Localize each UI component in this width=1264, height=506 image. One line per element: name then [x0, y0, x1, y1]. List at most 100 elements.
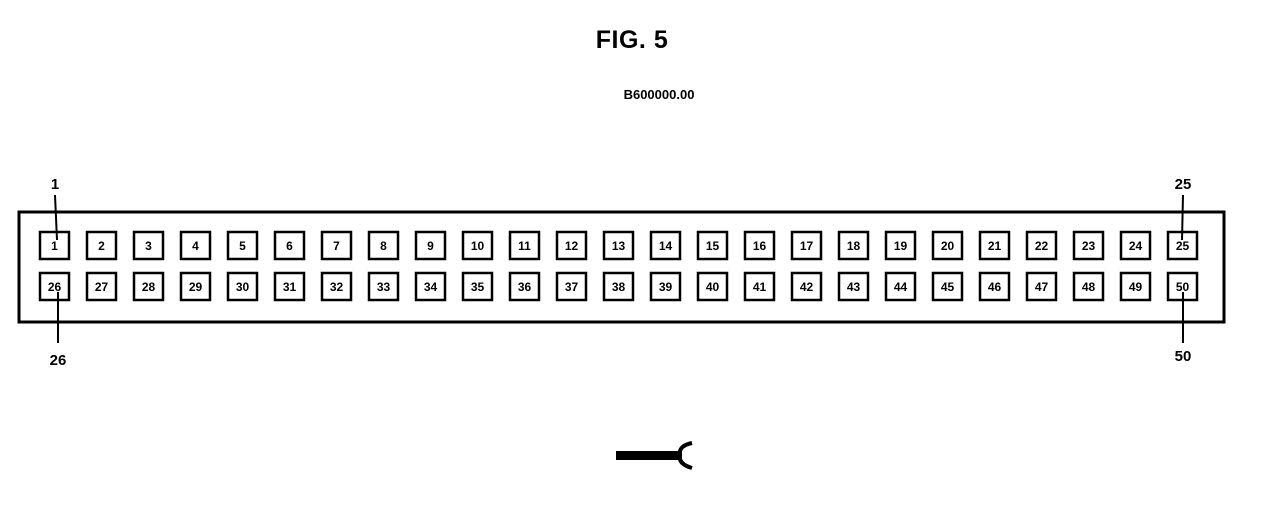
pin-34: 34: [414, 271, 447, 302]
pin-box: [743, 230, 776, 261]
pin-30: 30: [226, 271, 259, 302]
pin-label: 1: [51, 239, 58, 253]
pin-43: 43: [837, 271, 870, 302]
pin-label: 48: [1082, 280, 1096, 294]
pin-label: 17: [800, 239, 814, 253]
pin-box: [367, 271, 400, 302]
pin-box: [414, 271, 447, 302]
pin-label: 32: [330, 280, 344, 294]
connector-housing: [17, 210, 1226, 324]
pin-28: 28: [132, 271, 165, 302]
pin-box: [884, 230, 917, 261]
pin-41: 41: [743, 271, 776, 302]
pin-label: 26: [48, 280, 62, 294]
pin-5: 5: [226, 230, 259, 261]
pin-29: 29: [179, 271, 212, 302]
pin-box: [273, 271, 306, 302]
pin-label: 2: [98, 239, 105, 253]
pin-27: 27: [85, 271, 118, 302]
pin-label: 35: [471, 280, 485, 294]
pin-label: 8: [380, 239, 387, 253]
pin-box: [790, 271, 823, 302]
pin-label: 16: [753, 239, 767, 253]
pin-box: [226, 271, 259, 302]
pin-label: 45: [941, 280, 955, 294]
pin-label: 47: [1035, 280, 1049, 294]
pin-49: 49: [1119, 271, 1152, 302]
pin-box: [790, 230, 823, 261]
pin-label: 25: [1176, 239, 1190, 253]
pin-box: [38, 230, 71, 261]
pin-box: [649, 271, 682, 302]
pin-42: 42: [790, 271, 823, 302]
pin-box: [978, 230, 1011, 261]
pin-box: [743, 271, 776, 302]
pin-label: 15: [706, 239, 720, 253]
pin-box: [555, 230, 588, 261]
pin-box: [273, 230, 306, 261]
pin-label: 18: [847, 239, 861, 253]
pin-32: 32: [320, 271, 353, 302]
callout-leader-pin-25: [1181, 194, 1184, 241]
pin-box: [320, 271, 353, 302]
pin-box: [132, 271, 165, 302]
pin-38: 38: [602, 271, 635, 302]
pin-label: 24: [1129, 239, 1143, 253]
pin-label: 38: [612, 280, 626, 294]
pin-box: [179, 230, 212, 261]
pin-label: 39: [659, 280, 673, 294]
pin-26: 26: [38, 271, 71, 302]
pin-2: 2: [85, 230, 118, 261]
pin-label: 30: [236, 280, 250, 294]
pin-10: 10: [461, 230, 494, 261]
pin-box: [85, 230, 118, 261]
pin-label: 14: [659, 239, 673, 253]
pin-box: [837, 230, 870, 261]
pin-22: 22: [1025, 230, 1058, 261]
pin-label: 27: [95, 280, 109, 294]
pin-box: [884, 271, 917, 302]
pin-label: 40: [706, 280, 720, 294]
pin-8: 8: [367, 230, 400, 261]
pin-box: [132, 230, 165, 261]
pin-box: [837, 271, 870, 302]
pin-box: [1119, 271, 1152, 302]
pin-6: 6: [273, 230, 306, 261]
pin-box: [696, 271, 729, 302]
figure-code: B600000.00: [623, 87, 695, 102]
pin-box: [931, 271, 964, 302]
pin-16: 16: [743, 230, 776, 261]
pin-48: 48: [1072, 271, 1105, 302]
pin-label: 10: [471, 239, 485, 253]
pin-box: [461, 271, 494, 302]
pin-label: 49: [1129, 280, 1143, 294]
pin-19: 19: [884, 230, 917, 261]
pin-label: 46: [988, 280, 1002, 294]
pin-4: 4: [179, 230, 212, 261]
pin-box: [508, 230, 541, 261]
pin-label: 11: [518, 239, 531, 253]
callout-pin-1: 1: [51, 176, 59, 193]
pin-box: [179, 271, 212, 302]
pin-box: [931, 230, 964, 261]
pin-box: [461, 230, 494, 261]
pin-label: 12: [565, 239, 579, 253]
pin-label: 6: [286, 239, 293, 253]
pin-box: [226, 230, 259, 261]
pin-label: 7: [333, 239, 340, 253]
pin-label: 5: [239, 239, 246, 253]
pin-label: 43: [847, 280, 861, 294]
pin-label: 22: [1035, 239, 1049, 253]
pin-14: 14: [649, 230, 682, 261]
pin-label: 3: [145, 239, 152, 253]
pin-box: [602, 230, 635, 261]
pin-box: [1072, 271, 1105, 302]
pin-box: [320, 230, 353, 261]
pin-box: [508, 271, 541, 302]
pin-box: [649, 230, 682, 261]
pin-box: [1072, 230, 1105, 261]
callout-pin-25: 25: [1175, 176, 1192, 193]
pin-18: 18: [837, 230, 870, 261]
